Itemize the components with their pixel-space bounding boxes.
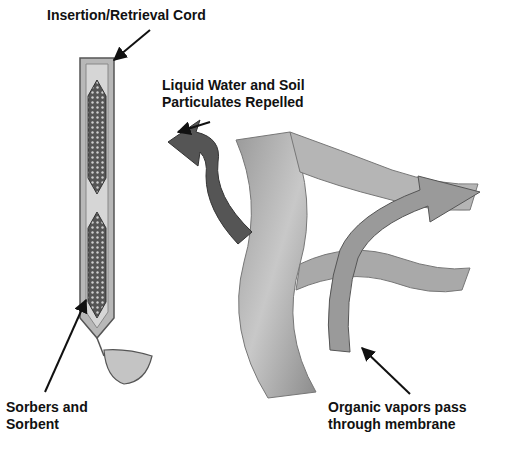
sampler-tube (80, 58, 152, 384)
callout-label: Sorbers and Sorbent (4, 398, 116, 434)
leader-lines (45, 30, 410, 394)
repelled-arrow (168, 120, 252, 244)
membrane-sheet (236, 132, 478, 398)
callout-label: Insertion/Retrieval Cord (45, 6, 289, 25)
callout-label: Organic vapors pass through membrane (326, 398, 502, 434)
callout-label: Liquid Water and Soil Particulates Repel… (160, 76, 364, 112)
vapor-arrow (328, 176, 480, 352)
